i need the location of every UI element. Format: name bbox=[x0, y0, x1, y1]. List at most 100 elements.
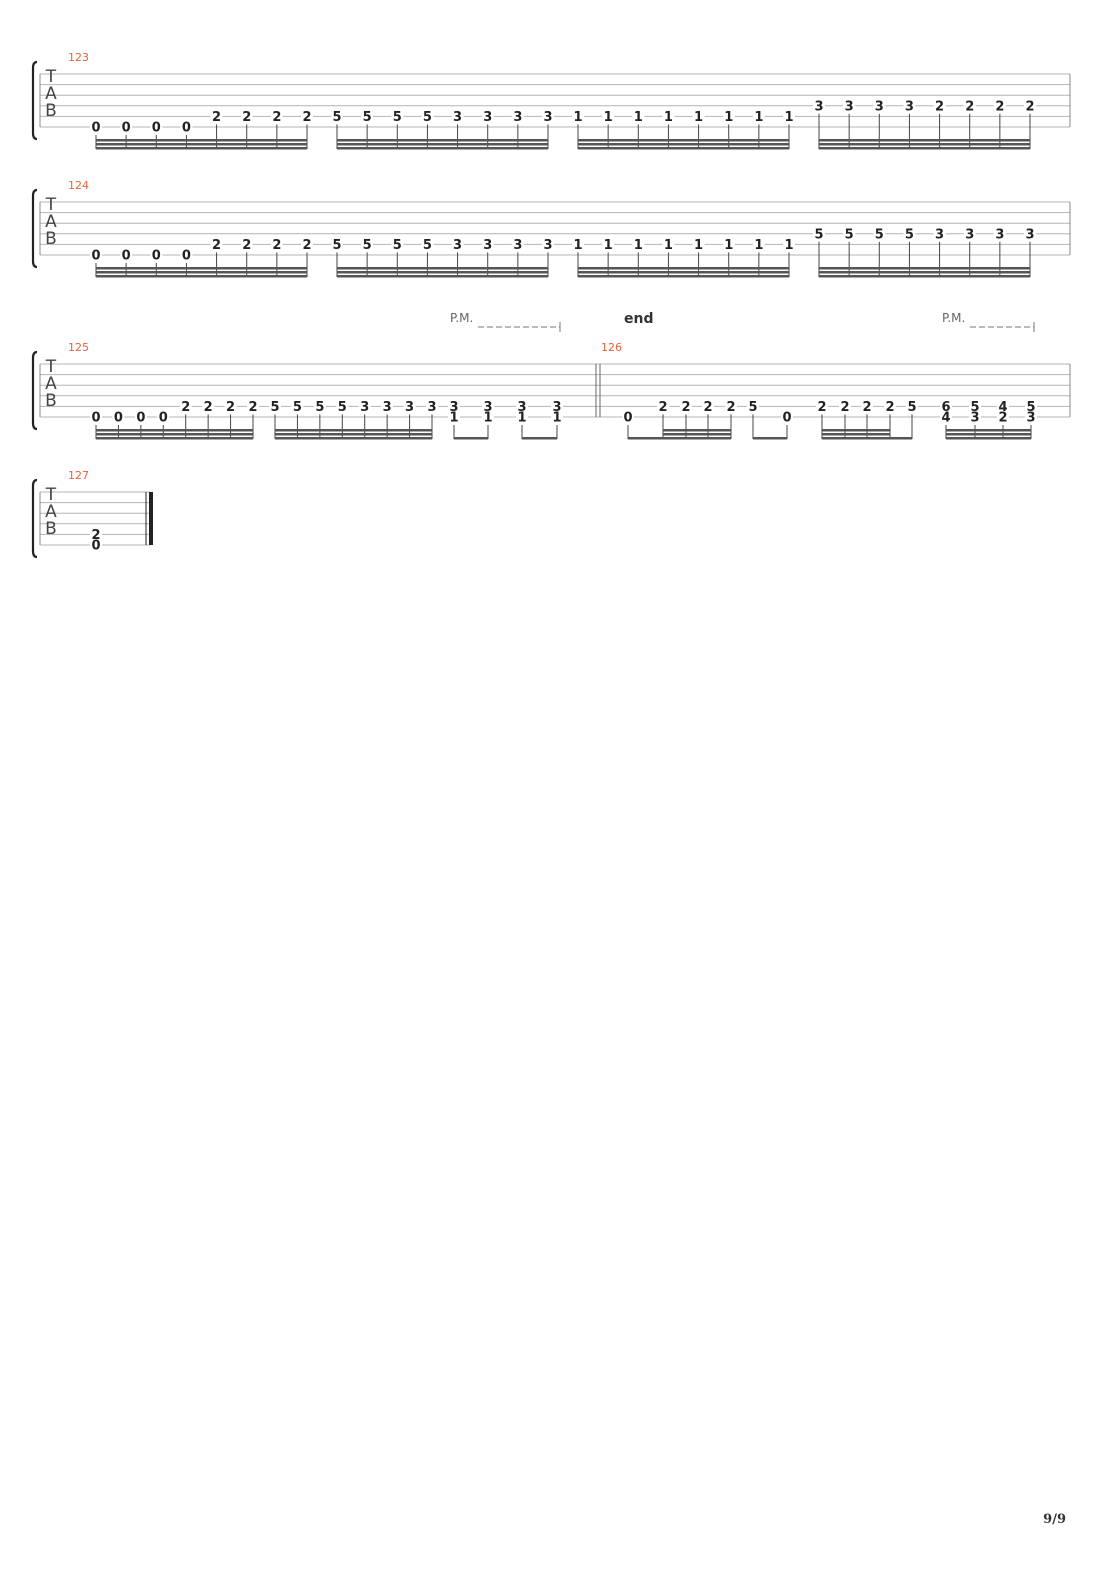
fret-number: 1 bbox=[634, 238, 643, 253]
beam bbox=[578, 147, 789, 150]
note-knockout bbox=[752, 238, 765, 251]
note-knockout bbox=[240, 238, 253, 251]
beam bbox=[337, 271, 548, 274]
note-knockout bbox=[331, 110, 343, 123]
note-knockout bbox=[551, 400, 563, 413]
note-knockout bbox=[421, 110, 434, 123]
note-knockout bbox=[1024, 99, 1036, 112]
fret-number: 5 bbox=[315, 400, 324, 415]
note-knockout bbox=[813, 227, 825, 240]
note-knockout bbox=[747, 400, 759, 413]
beam bbox=[578, 275, 789, 278]
note-knockout bbox=[969, 400, 981, 413]
note-knockout bbox=[997, 411, 1009, 423]
fret-number: 3 bbox=[543, 110, 552, 125]
note-knockout bbox=[224, 400, 237, 413]
note-knockout bbox=[270, 110, 283, 123]
fret-number: 2 bbox=[181, 400, 190, 415]
note-knockout bbox=[448, 411, 460, 423]
fret-number: 3 bbox=[517, 400, 526, 415]
fret-number: 5 bbox=[393, 238, 402, 253]
note-knockout bbox=[602, 238, 615, 251]
tab-clef-letter: B bbox=[45, 229, 57, 249]
note-knockout bbox=[150, 121, 163, 133]
beam bbox=[96, 429, 253, 432]
note-knockout bbox=[247, 400, 259, 413]
note-knockout bbox=[662, 110, 675, 123]
fret-number: 0 bbox=[159, 411, 168, 426]
note-knockout bbox=[210, 238, 223, 251]
fret-number: 1 bbox=[724, 238, 733, 253]
fret-number: 4 bbox=[941, 411, 950, 426]
note-knockout bbox=[813, 99, 825, 112]
tab-clef-letter: T bbox=[45, 357, 57, 377]
fret-number: 1 bbox=[604, 238, 613, 253]
fret-number: 3 bbox=[995, 227, 1004, 242]
beam bbox=[96, 147, 307, 150]
beam bbox=[822, 429, 890, 432]
palm-mute-label: P.M. bbox=[942, 311, 965, 325]
fret-number: 2 bbox=[204, 400, 213, 415]
fret-number: 3 bbox=[965, 227, 974, 242]
fret-number: 1 bbox=[573, 110, 582, 125]
fret-number: 5 bbox=[423, 238, 432, 253]
note-knockout bbox=[572, 110, 584, 123]
fret-number: 5 bbox=[423, 110, 432, 125]
note-knockout bbox=[202, 400, 215, 413]
fret-number: 2 bbox=[302, 110, 311, 125]
note-knockout bbox=[451, 110, 464, 123]
note-knockout bbox=[884, 400, 896, 413]
fret-number: 2 bbox=[226, 400, 235, 415]
fret-number: 2 bbox=[658, 400, 667, 415]
beam bbox=[663, 429, 731, 432]
fret-number: 1 bbox=[784, 110, 793, 125]
fret-number: 3 bbox=[970, 411, 979, 426]
note-knockout bbox=[963, 227, 976, 240]
note-knockout bbox=[381, 400, 394, 413]
fret-number: 5 bbox=[907, 400, 916, 415]
fret-number: 0 bbox=[136, 411, 145, 426]
system-bracket bbox=[31, 350, 38, 431]
fret-number: 1 bbox=[604, 110, 613, 125]
fret-number: 3 bbox=[427, 400, 436, 415]
beam bbox=[819, 139, 1030, 142]
fret-number: 2 bbox=[248, 400, 257, 415]
fret-number: 1 bbox=[784, 238, 793, 253]
tab-clef-letter: T bbox=[45, 195, 57, 215]
note-knockout bbox=[572, 238, 584, 251]
beam bbox=[96, 143, 307, 146]
note-knockout bbox=[240, 110, 253, 123]
fret-number: 2 bbox=[840, 400, 849, 415]
fret-number: 2 bbox=[272, 238, 281, 253]
fret-number: 3 bbox=[449, 400, 458, 415]
beam bbox=[275, 429, 432, 432]
fret-number: 0 bbox=[122, 249, 131, 264]
fret-number: 1 bbox=[634, 110, 643, 125]
beam bbox=[337, 275, 548, 278]
fret-number: 0 bbox=[114, 411, 123, 426]
end-label: end bbox=[624, 311, 653, 327]
fret-number: 3 bbox=[513, 110, 522, 125]
note-knockout bbox=[551, 411, 563, 423]
note-knockout bbox=[90, 539, 102, 551]
note-knockout bbox=[361, 238, 374, 251]
note-knockout bbox=[903, 99, 916, 112]
note-knockout bbox=[448, 400, 460, 413]
note-knockout bbox=[391, 110, 404, 123]
note-knockout bbox=[451, 238, 464, 251]
measure-number: 127 bbox=[68, 469, 89, 482]
fret-number: 5 bbox=[363, 238, 372, 253]
note-knockout bbox=[336, 400, 349, 413]
fret-number: 0 bbox=[91, 249, 100, 264]
note-knockout bbox=[542, 110, 554, 123]
note-knockout bbox=[940, 411, 952, 423]
note-knockout bbox=[993, 227, 1006, 240]
note-knockout bbox=[90, 121, 102, 133]
beam bbox=[578, 139, 789, 142]
fret-number: 1 bbox=[724, 110, 733, 125]
note-knockout bbox=[179, 400, 192, 413]
beam bbox=[578, 271, 789, 274]
fret-number: 0 bbox=[623, 411, 632, 426]
beam bbox=[96, 139, 307, 142]
note-knockout bbox=[1025, 400, 1037, 413]
